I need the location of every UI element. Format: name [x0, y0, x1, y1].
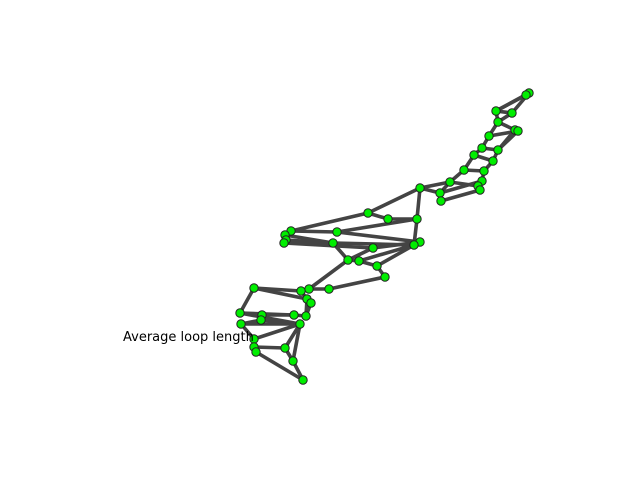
graph-node	[301, 311, 311, 321]
graph-node	[256, 315, 266, 325]
graph-edge	[254, 350, 305, 382]
graph-edge	[252, 322, 302, 341]
graph-node	[469, 150, 479, 160]
graph-edge	[375, 243, 416, 268]
graph-edge	[289, 229, 339, 234]
graph-edge	[238, 311, 296, 317]
graph-edge	[415, 186, 422, 221]
node-layer	[235, 88, 534, 385]
graph-node	[484, 131, 494, 141]
graph-node	[304, 284, 314, 294]
graph-node	[295, 319, 305, 329]
graph-node	[306, 298, 316, 308]
graph-node	[383, 214, 393, 224]
graph-edge	[327, 275, 387, 291]
graph-node	[363, 208, 373, 218]
graph-edge	[291, 322, 302, 363]
graph-edge	[357, 243, 416, 263]
graph-node	[235, 308, 245, 318]
graph-node	[488, 156, 498, 166]
graph-edge	[439, 188, 482, 203]
graph-node	[477, 143, 487, 153]
graph-node	[380, 272, 390, 282]
graph-edge	[418, 180, 452, 190]
graph-edge	[289, 211, 370, 233]
graph-node	[435, 188, 445, 198]
graph-node	[475, 185, 485, 195]
graph-node	[328, 238, 338, 248]
graph-node	[249, 283, 259, 293]
graph-node	[491, 106, 501, 116]
graph-node	[415, 183, 425, 193]
graph-node	[332, 227, 342, 237]
graph-node	[296, 286, 306, 296]
graph-node	[236, 319, 246, 329]
graph-node	[251, 347, 261, 357]
graph-node	[298, 375, 308, 385]
graph-node	[288, 356, 298, 366]
graph-node	[279, 238, 289, 248]
graph-edge	[282, 241, 375, 250]
graph-edge	[335, 230, 422, 244]
graph-node	[368, 243, 378, 253]
graph-node	[459, 165, 469, 175]
graph-edge	[335, 217, 419, 234]
graph-edge	[238, 286, 256, 315]
graph-node	[409, 240, 419, 250]
graph-node	[372, 261, 382, 271]
graph-node	[343, 255, 353, 265]
graph-node	[324, 284, 334, 294]
graph-node	[412, 214, 422, 224]
graph-node	[479, 166, 489, 176]
graph-edge	[366, 186, 422, 215]
graph-node	[507, 108, 517, 118]
graph-node	[445, 177, 455, 187]
average-loop-length-label: Average loop length	[123, 330, 254, 345]
graph-edge	[252, 286, 309, 301]
graph-node	[354, 256, 364, 266]
graph-node	[493, 145, 503, 155]
graph-node	[493, 117, 503, 127]
graph-edge	[252, 345, 287, 350]
graph-edge	[307, 258, 350, 291]
graph-node	[513, 126, 523, 136]
graph-edge	[284, 238, 335, 245]
graph-node	[436, 196, 446, 206]
graph-node	[289, 310, 299, 320]
graph-node	[280, 343, 290, 353]
graph-node	[521, 90, 531, 100]
